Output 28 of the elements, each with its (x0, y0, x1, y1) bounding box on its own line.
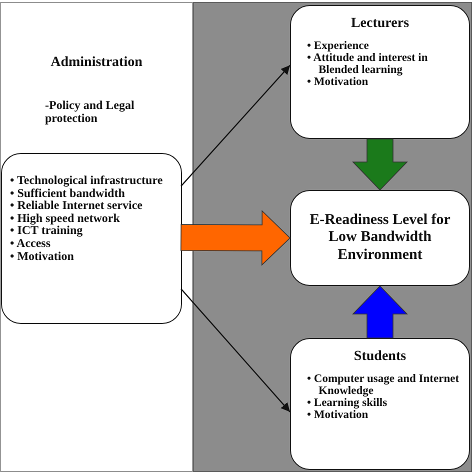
list-item: • Attitude and interest in Blended learning (307, 52, 429, 76)
list-item: • Motivation (307, 76, 370, 88)
block-arrow (352, 285, 408, 338)
block-arrow (352, 138, 408, 191)
list-item: • Experience (307, 40, 370, 52)
list-item: • ICT training (10, 224, 84, 237)
rounded-box (290, 190, 470, 286)
box-text: E-Readiness Level for Low Bandwidth Environment (308, 212, 452, 264)
rounded-box (290, 338, 470, 470)
list-item: • Motivation (307, 409, 370, 422)
note-text: -Policy and Legal protection (45, 99, 136, 124)
list-item: • Access (10, 236, 51, 250)
list-item: • Reliable Internet service (10, 199, 144, 212)
heading: Administration (50, 55, 144, 71)
heading: Lecturers (350, 16, 410, 32)
block-arrow (180, 210, 291, 266)
arrow (180, 288, 290, 412)
list-item: • Learning skills (307, 397, 388, 410)
arrow (180, 64, 290, 187)
list-item: • Sufficient bandwidth (10, 186, 126, 200)
list-item: • Computer usage and Internet Knowledge (307, 373, 460, 398)
rounded-box (290, 5, 470, 139)
rounded-box (1, 153, 182, 324)
heading: Students (354, 349, 406, 365)
list-item: • High speed network (10, 212, 121, 224)
list-item: • Motivation (10, 250, 75, 262)
panel (0, 2, 193, 472)
list-item: • Technological infrastructure (10, 174, 164, 187)
